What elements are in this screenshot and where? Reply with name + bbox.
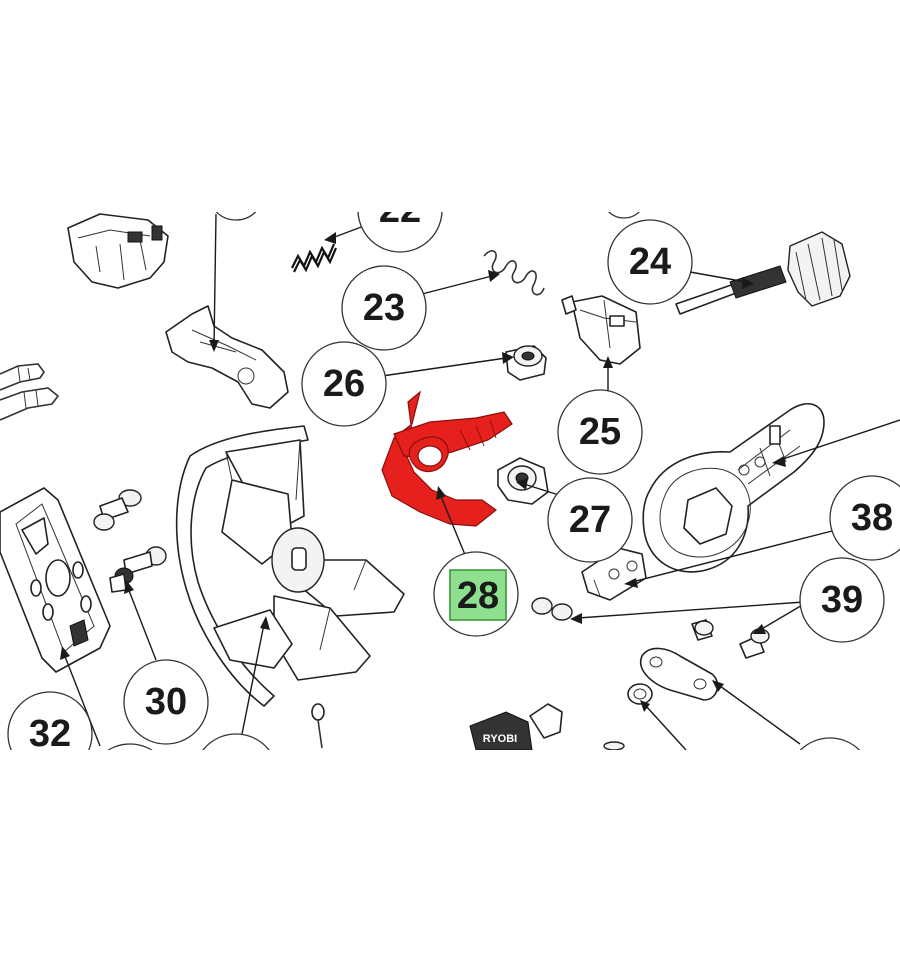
top-crop-mask [0,0,900,212]
terminal-pins-part [0,363,60,421]
callout-28-highlighted: 28 [433,551,519,637]
callout-26: 26 [301,341,387,427]
bushing-part-26 [505,345,547,381]
screws-part-30 [93,489,167,593]
callout-24: 24 [607,219,693,305]
callout-24-label: 24 [629,241,671,283]
callout-27-label: 27 [569,499,611,541]
callout-26-label: 26 [323,363,365,405]
spring-part-23 [483,250,545,296]
callout-38-label: 38 [851,497,893,539]
callout-38: 38 [829,475,900,561]
trigger-lever-part [165,305,289,409]
knob-part-24 [675,231,851,315]
spring-part-22 [291,243,338,273]
callout-28-label: 28 [457,575,499,617]
switch-part-25 [561,295,641,365]
switch-assembly-part [67,213,169,289]
callout-28-highlight-box [449,569,507,621]
brand-mark-text: RYOBI [483,733,517,745]
callout-30-label: 30 [145,681,187,723]
callout-39: 39 [799,557,885,643]
bottom-crop-mask [0,750,900,962]
leader-lines [60,213,900,751]
highlighted-part-28 [381,390,513,527]
callout-27: 27 [547,477,633,563]
callout-39-label: 39 [821,579,863,621]
callout-25-label: 25 [579,411,621,453]
fan-impeller-part [175,425,405,707]
callout-32-label: 32 [29,713,71,755]
callout-25: 25 [557,389,643,475]
housing-handle-part [642,402,825,573]
callout-23: 23 [341,265,427,351]
wire-terminal-part [311,703,325,749]
ring-part [627,683,653,705]
callout-30: 30 [123,659,209,745]
callout-23-label: 23 [363,287,405,329]
mounting-plate-part-32 [0,487,111,673]
brand-key-part: RYOBI [469,703,625,751]
